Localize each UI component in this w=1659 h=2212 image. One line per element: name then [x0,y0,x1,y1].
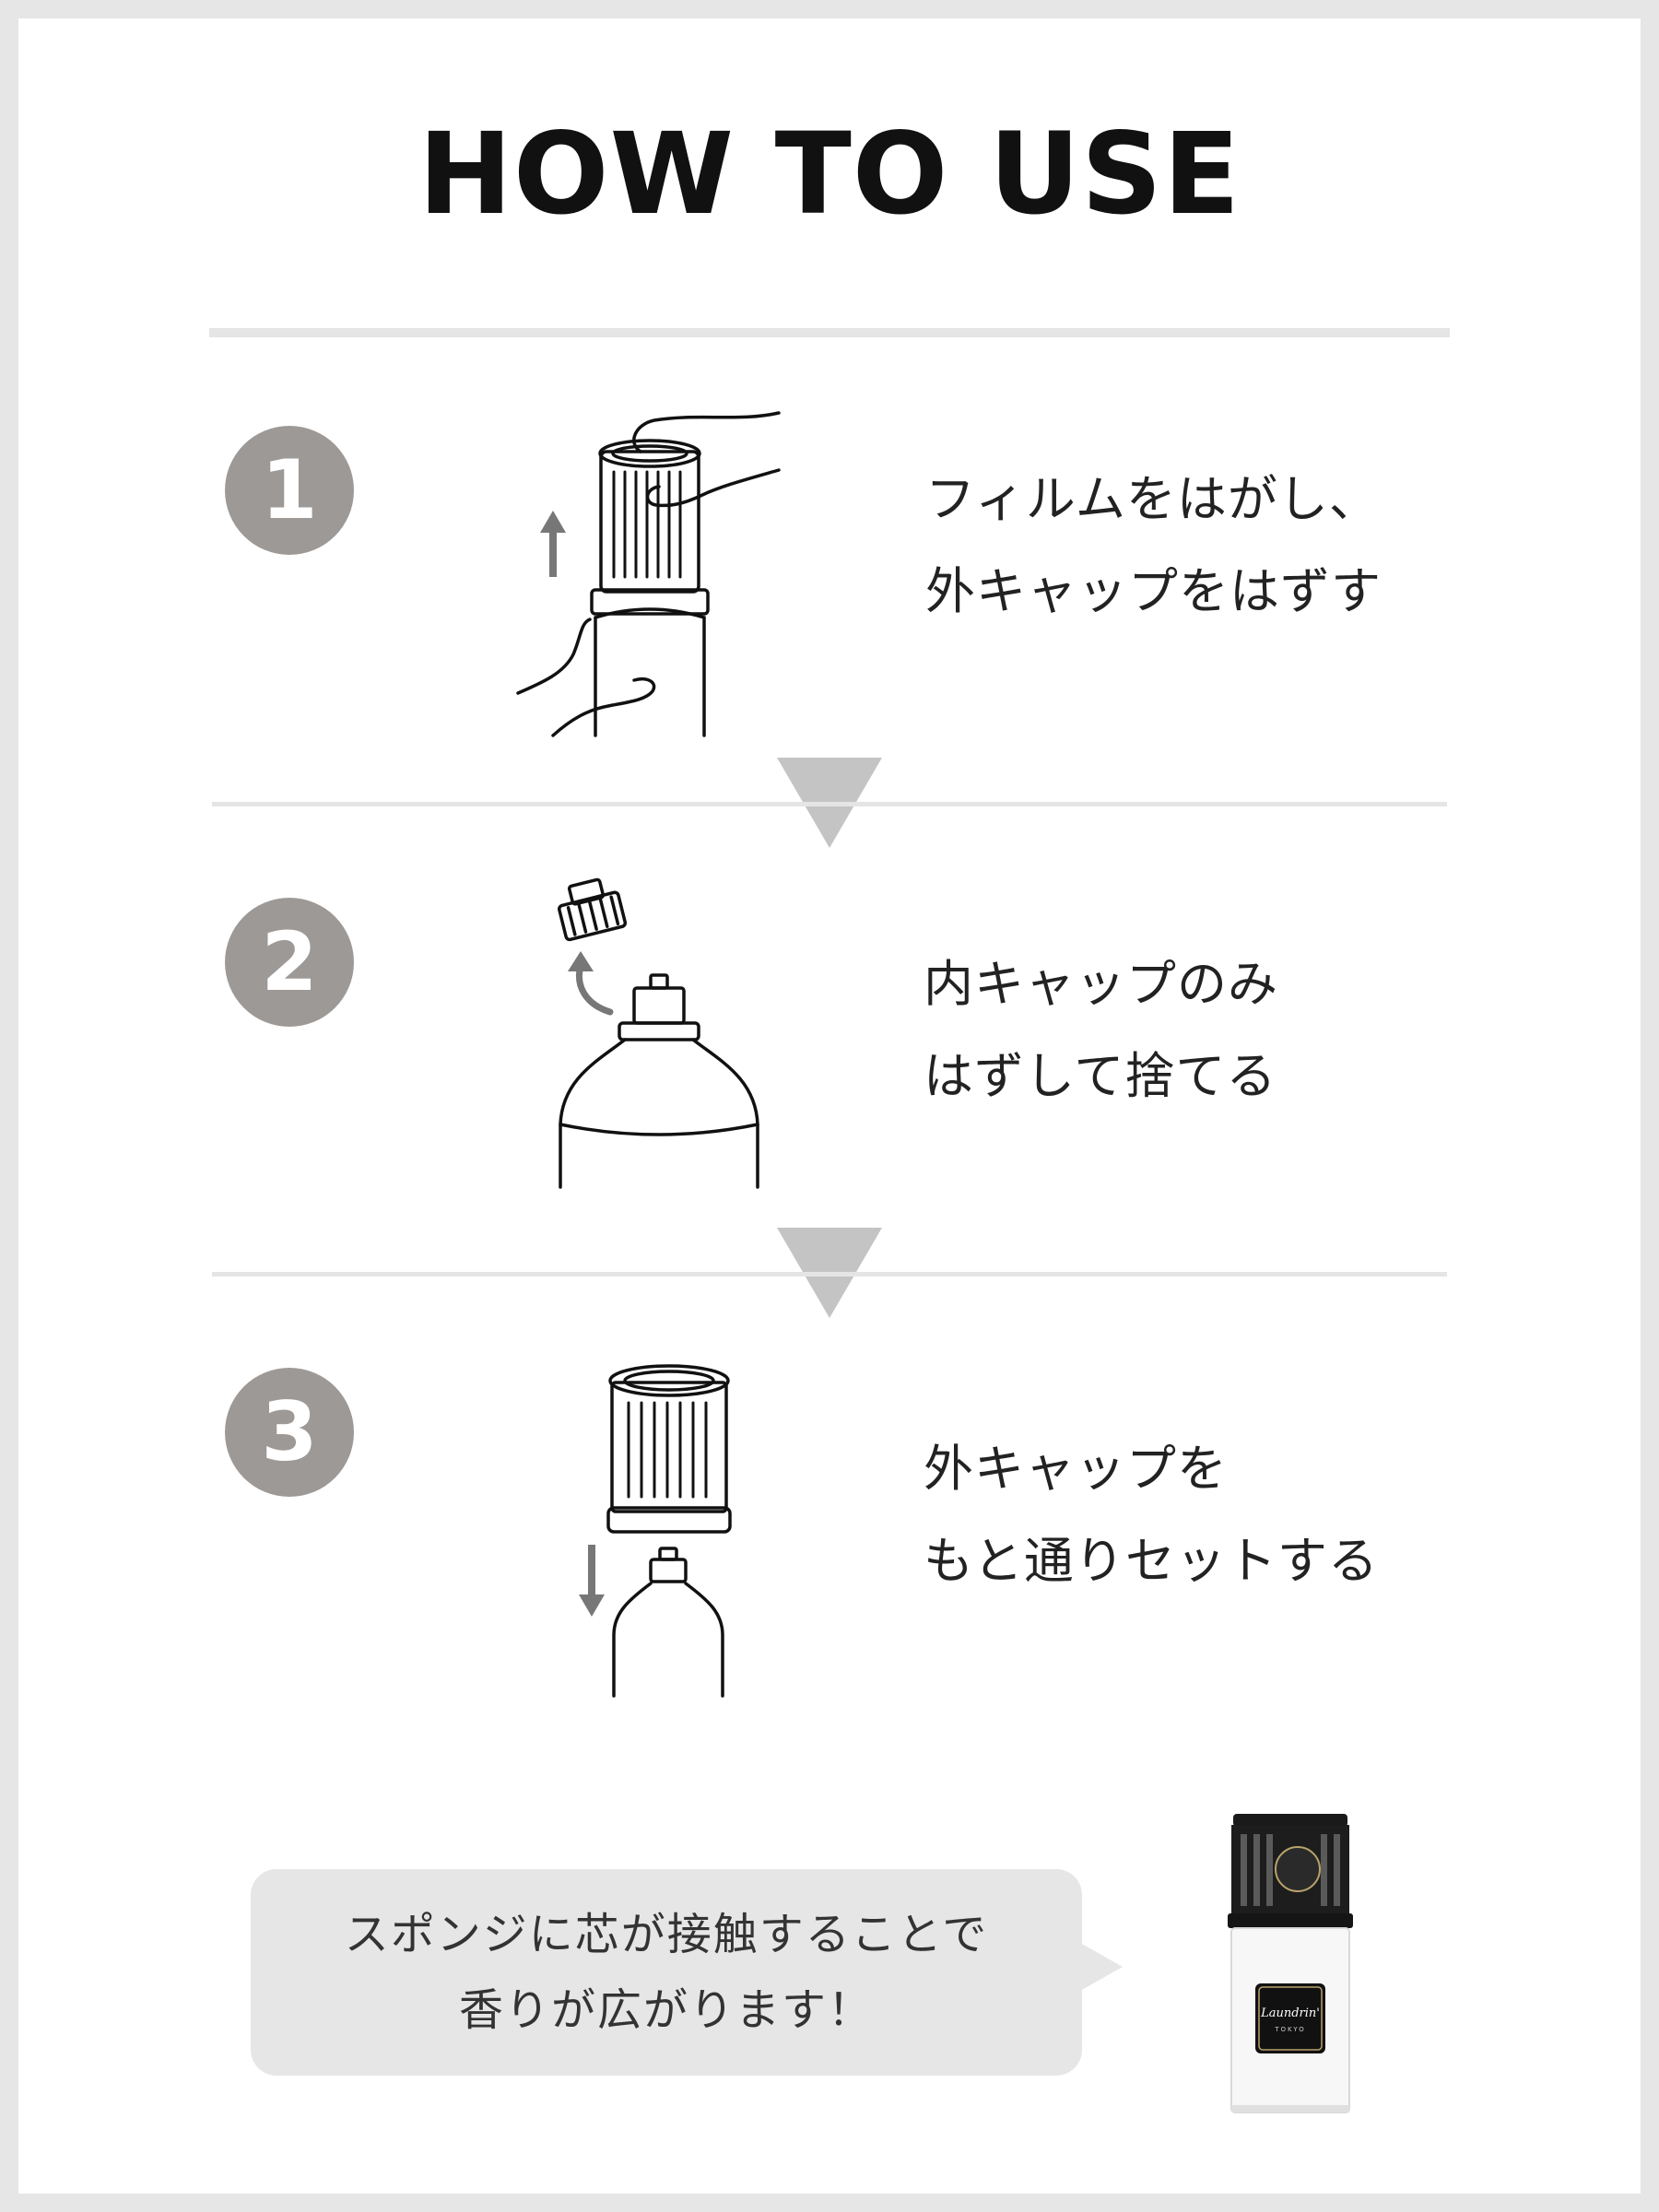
step-1-illustration [516,411,781,737]
note-line-1: スポンジに芯が接触することで [344,1909,989,1960]
step-3-line-1: 外キャップを [924,1440,1228,1498]
step-3-line-2: もと通りセットする [924,1532,1379,1590]
note-bubble: スポンジに芯が接触することで 香りが広がります！ [251,1869,1082,2076]
step-1-line-2: 外キャップをはずす [925,562,1382,620]
page-panel [18,18,1641,2194]
note-bubble-tail [1080,1943,1123,1991]
title-divider [209,328,1450,337]
product-sub-label: TOKYO [1274,2026,1306,2033]
step-1-text: フィルムをはがし、 外キャップをはずす [925,453,1382,638]
step-divider-2 [212,1272,1447,1277]
step-2-badge: 2 [225,898,354,1027]
step-3-text: 外キャップを もと通りセットする [924,1423,1379,1607]
step-1-badge: 1 [225,426,354,555]
step-3-illustration [579,1364,732,1698]
product-brand-label: Laundrin' [1260,2006,1320,2020]
product-image: Laundrin' TOKYO [1228,1814,1353,2113]
step-2-illustration [558,877,759,1189]
step-3-badge: 3 [225,1368,354,1497]
note-line-2: 香りが広がります！ [458,1984,874,2036]
step-1-line-1: フィルムをはがし、 [925,470,1380,528]
note-text: スポンジに芯が接触することで 香りが広がります！ [251,1897,1082,2048]
step-2-line-2: はずして捨てる [924,1047,1277,1105]
page-title: HOW TO USE [418,109,1241,240]
step-divider-1 [212,802,1447,806]
step-2-text: 内キャップのみ はずして捨てる [924,938,1278,1123]
step-2-line-1: 内キャップのみ [924,955,1278,1013]
